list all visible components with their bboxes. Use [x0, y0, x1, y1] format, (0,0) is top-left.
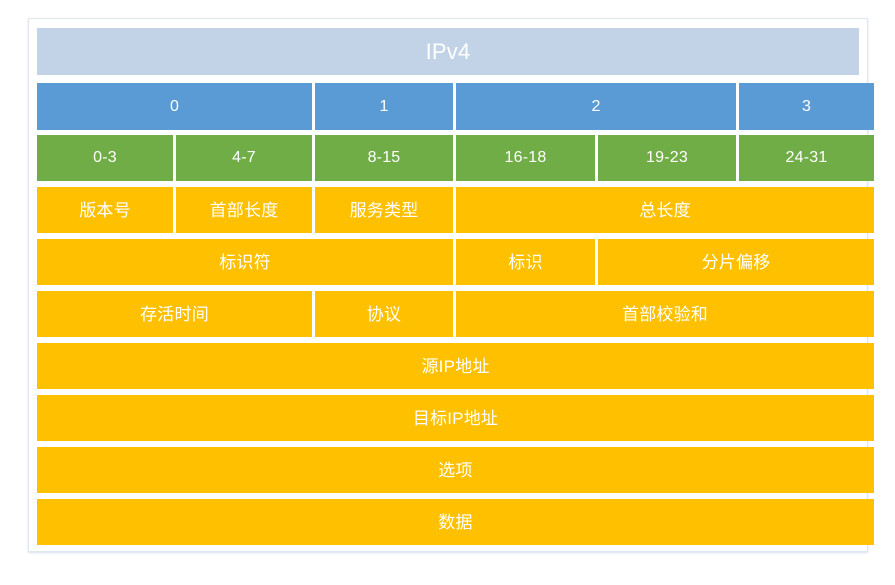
bit-range-cell-0-3: 0-3: [37, 135, 173, 181]
field-cell-protocol: 协议: [315, 291, 453, 337]
field-cell-service-type: 服务类型: [315, 187, 453, 233]
field-cell-destination-ip-address: 目标IP地址: [37, 395, 874, 441]
diagram-title-row: IPv4: [37, 28, 859, 75]
bit-range-cell-4-7: 4-7: [176, 135, 312, 181]
ipv4-header-diagram-frame: IPv4 0 1 2 3 0-3 4-7 8-15 16-18 19-23 24…: [28, 18, 874, 552]
field-row-options: 选项: [37, 447, 874, 493]
field-cell-identifier: 标识符: [37, 239, 453, 285]
field-cell-flags: 标识: [456, 239, 595, 285]
field-cell-data: 数据: [37, 499, 874, 545]
field-row-identification-flags-offset: 标识符 标识 分片偏移: [37, 239, 874, 285]
field-row-data: 数据: [37, 499, 874, 545]
bit-range-row: 0-3 4-7 8-15 16-18 19-23 24-31: [37, 135, 874, 181]
bit-range-cell-16-18: 16-18: [456, 135, 595, 181]
field-cell-total-length: 总长度: [456, 187, 874, 233]
bit-range-cell-19-23: 19-23: [598, 135, 736, 181]
field-cell-options: 选项: [37, 447, 874, 493]
byte-offset-row: 0 1 2 3: [37, 83, 874, 130]
field-row-version-ihl-tos-totallength: 版本号 首部长度 服务类型 总长度: [37, 187, 874, 233]
field-cell-header-checksum: 首部校验和: [456, 291, 874, 337]
field-cell-source-ip-address: 源IP地址: [37, 343, 874, 389]
field-row-source-address: 源IP地址: [37, 343, 874, 389]
field-cell-ttl: 存活时间: [37, 291, 312, 337]
ipv4-header-diagram: IPv4 0 1 2 3 0-3 4-7 8-15 16-18 19-23 24…: [37, 28, 874, 545]
field-cell-fragment-offset: 分片偏移: [598, 239, 874, 285]
bit-range-cell-8-15: 8-15: [315, 135, 453, 181]
field-cell-header-length: 首部长度: [176, 187, 312, 233]
byte-offset-cell-1: 1: [315, 83, 453, 130]
field-row-destination-address: 目标IP地址: [37, 395, 874, 441]
field-row-ttl-protocol-checksum: 存活时间 协议 首部校验和: [37, 291, 874, 337]
diagram-title: IPv4: [37, 28, 859, 75]
byte-offset-cell-0: 0: [37, 83, 312, 130]
byte-offset-cell-3: 3: [739, 83, 874, 130]
bit-range-cell-24-31: 24-31: [739, 135, 874, 181]
byte-offset-cell-2: 2: [456, 83, 736, 130]
field-cell-version: 版本号: [37, 187, 173, 233]
